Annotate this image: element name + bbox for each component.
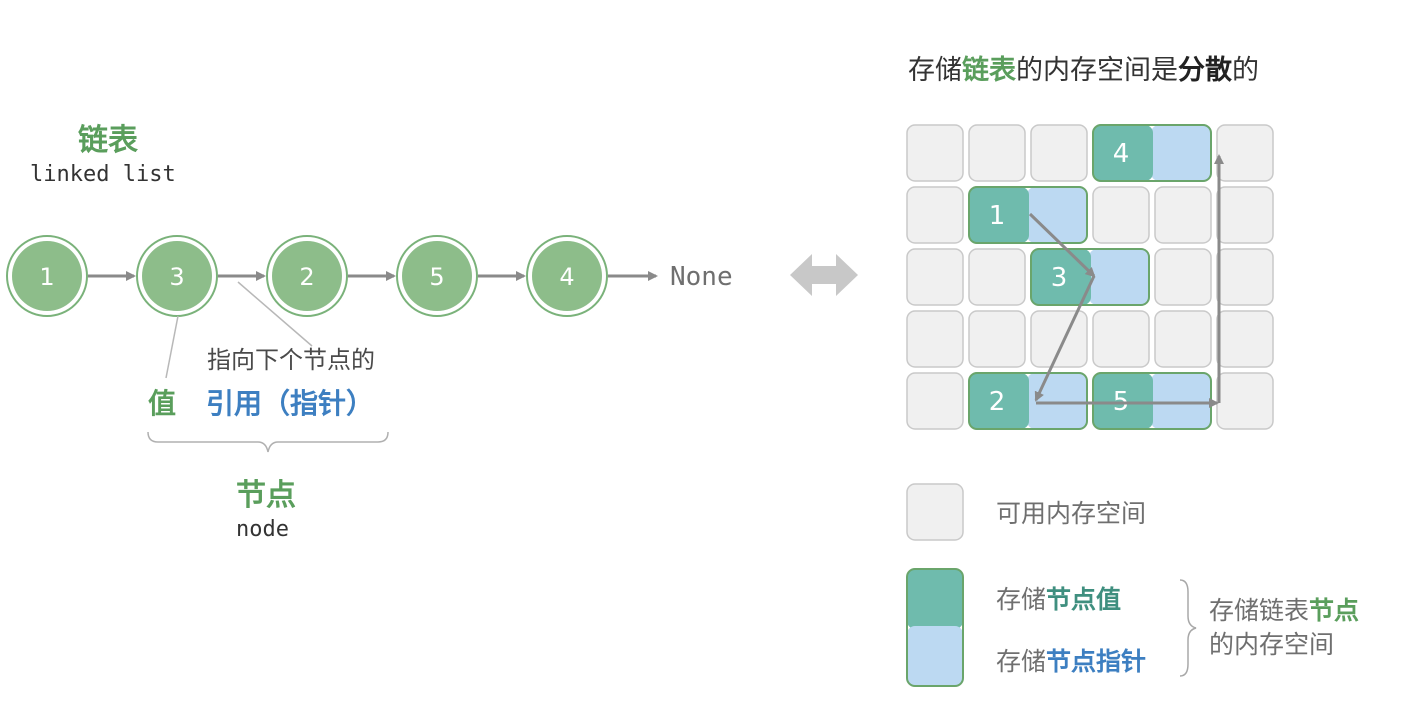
memory-cell [968,124,1026,182]
memory-node-block: 1 [968,186,1088,244]
memory-node-block: 5 [1092,372,1212,430]
memory-node-block: 2 [968,372,1088,430]
memory-value-cell [1093,125,1153,181]
memory-cell [1154,248,1212,306]
legend-group-line2: 的内存空间 [1209,630,1335,659]
list-node: 4 [526,235,608,317]
memory-value-cell [1093,373,1153,429]
legend-value-label: 存储节点值 [996,580,1121,616]
memory-title-part: 的 [1232,55,1259,86]
memory-cell [1154,310,1212,368]
memory-cell [1092,186,1150,244]
node-title: 节点 [236,478,296,513]
linked-list-title: 链表 [78,123,138,158]
legend-group-prefix: 存储链表 [1209,596,1310,625]
memory-traversal-path [1028,154,1224,408]
list-node-value: 4 [559,263,574,291]
memory-cell [1216,248,1274,306]
memory-node-value: 4 [1113,139,1130,169]
memory-value-cell [1031,249,1091,305]
node-brace [147,431,389,453]
memory-pointer-cell [1151,373,1211,429]
memory-pointer-cell [1151,125,1211,181]
legend-pointer-label: 存储节点指针 [996,642,1146,678]
memory-node-blocks: 1 3 2 5 4 [968,124,1212,430]
memory-cell [1030,124,1088,182]
legend-node-cell [906,568,964,687]
list-node: 2 [266,235,348,317]
memory-cell [1216,372,1274,430]
list-node-value: 3 [169,263,184,291]
pointer-leader-line [237,281,313,347]
legend-pointer-prefix: 存储 [996,647,1047,676]
legend-brace [1179,579,1197,677]
memory-value-cell [969,373,1029,429]
memory-node-value: 3 [1051,263,1068,293]
memory-title: 存储链表的内存空间是分散的 [908,48,1259,87]
memory-pointer-cell [1027,373,1087,429]
legend-pointer-highlight: 节点指针 [1046,647,1147,676]
memory-node-value: 1 [989,201,1006,231]
memory-node-block: 3 [1030,248,1150,306]
memory-cell [1030,310,1088,368]
memory-title-part: 的内存空间是 [1016,55,1178,86]
memory-title-highlight: 链表 [962,55,1016,86]
memory-cell [1216,310,1274,368]
memory-cell [906,248,964,306]
memory-cell [906,310,964,368]
none-terminator: None [670,262,733,292]
value-leader-line [165,315,179,379]
memory-cell [1092,310,1150,368]
memory-node-block: 4 [1092,124,1212,182]
legend-group-highlight: 节点 [1309,596,1360,625]
memory-cell [1216,124,1274,182]
memory-node-outline [1030,248,1150,306]
memory-cell [1216,186,1274,244]
node-subtitle: node [236,517,289,542]
memory-cell [1154,186,1212,244]
memory-cell [968,248,1026,306]
legend-free-label: 可用内存空间 [996,499,1147,528]
memory-title-part: 存储 [908,55,962,86]
legend-value-prefix: 存储 [996,585,1047,614]
legend-free-cell [906,483,964,541]
equivalence-double-arrow-icon [790,254,858,296]
legend-group-label: 存储链表节点 的内存空间 [1209,594,1359,662]
legend-value-highlight: 节点值 [1046,585,1122,614]
memory-node-outline [968,186,1088,244]
memory-value-cell [969,187,1029,243]
list-node-value: 1 [39,263,54,291]
list-node: 1 [6,235,88,317]
list-node: 5 [396,235,478,317]
memory-cell [906,372,964,430]
reference-label: 引用（指针） [206,387,375,420]
memory-pointer-cell [1089,249,1149,305]
memory-node-outline [1092,124,1212,182]
memory-pointer-cell [1027,187,1087,243]
memory-node-value: 2 [989,387,1006,417]
memory-cell [906,186,964,244]
list-node-value: 2 [299,263,314,291]
linked-list-subtitle: linked list [30,162,176,187]
memory-cell [968,310,1026,368]
memory-path-1-to-3 [1028,212,1096,278]
memory-cell [906,124,964,182]
memory-path-3-to-2 [1034,275,1096,402]
list-node: 3 [136,235,218,317]
value-label: 值 [148,387,177,420]
pointer-caption: 指向下个节点的 [207,346,375,374]
memory-title-emphasis: 分散 [1178,55,1232,86]
memory-node-outline [968,372,1088,430]
list-node-value: 5 [429,263,444,291]
